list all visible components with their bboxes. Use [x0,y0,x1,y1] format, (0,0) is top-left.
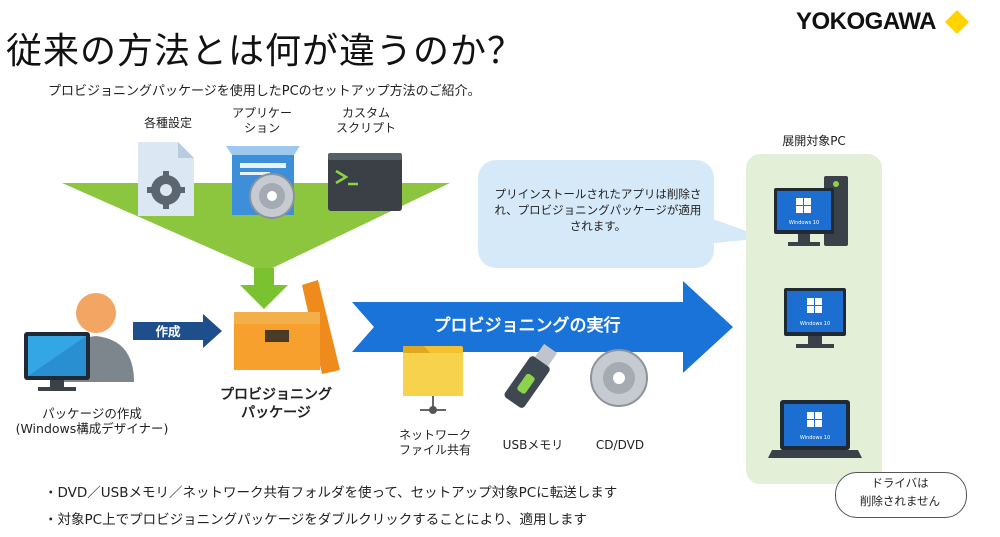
subtitle: プロビジョニングパッケージを使用したPCのセットアップ方法のご紹介。 [48,84,481,99]
speech-bubble [478,160,714,268]
settings-file-icon [138,142,194,216]
target-pc-label: 展開対象PC [782,134,846,148]
media-label-usb: USBメモリ [502,438,564,452]
input-label-script: カスタム スクリプト [335,106,396,135]
network-folder-icon [403,346,463,414]
brand-logo: YOKOGAWA [796,8,970,36]
create-arrow [133,314,222,348]
application-package-icon [226,146,300,219]
package-label: プロビジョニング パッケージ [220,387,332,421]
input-label-settings: 各種設定 [143,116,192,130]
bullet-2: ・対象PC上でプロビジョニングパッケージをダブルクリックすることにより、適用しま… [44,512,587,528]
package-box-icon [234,280,340,374]
user-computer-icon [24,293,134,391]
media-label-network: ネットワーク ファイル共有 [398,428,471,457]
down-arrow [240,268,288,309]
terminal-script-icon [328,153,402,211]
create-arrow-label: 作成 [155,324,181,339]
target-devices: Windows 10 Windows 10 Windows 10 [768,176,862,458]
driver-callout-text: ドライバは 削除されません [859,476,941,508]
monitor-screen-text: Windows 10 [800,321,830,327]
execution-label: プロビジョニングの実行 [433,316,621,336]
desktop-tower-pc-icon: Windows 10 [774,176,848,246]
desktop-monitor-pc-icon: Windows 10 [784,288,846,348]
speech-bubble-text: プリインストールされたアプリは削除され、プロビジョニングパッケージが適用されます… [494,187,702,233]
driver-callout [835,472,967,518]
laptop-pc-icon: Windows 10 [768,400,862,458]
brand-name: YOKOGAWA [795,8,937,35]
bullet-1: ・DVD／USBメモリ／ネットワーク共有フォルダを使って、セットアップ対象PCに… [44,485,618,501]
usb-drive-icon [504,343,558,408]
brand-diamond-icon [945,10,969,34]
media-label-disc: CD/DVD [595,438,645,452]
input-label-application: アプリケー ション [231,106,292,135]
disc-icon [590,349,648,407]
desktop-screen-text: Windows 10 [789,220,819,226]
laptop-screen-text: Windows 10 [800,435,830,441]
creator-label: パッケージの作成 (Windows構成デザイナー) [15,406,169,436]
page-title: 従来の方法とは何が違うのか？ [6,31,525,72]
